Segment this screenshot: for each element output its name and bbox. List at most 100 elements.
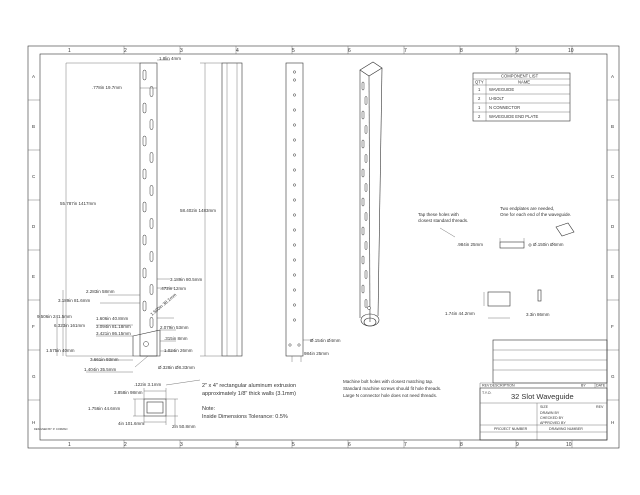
zone-num: 7 bbox=[404, 48, 407, 54]
plate-iso bbox=[555, 222, 575, 237]
zone-num: 6 bbox=[348, 442, 351, 448]
outer-border bbox=[27, 45, 620, 449]
component-list-header-qty: QTY bbox=[475, 80, 484, 85]
waveguide-front-view bbox=[56, 59, 176, 373]
component-qty: 1 bbox=[478, 105, 481, 110]
slot bbox=[361, 197, 365, 207]
slot-group bbox=[142, 69, 154, 328]
slot-group bbox=[361, 81, 368, 308]
slot bbox=[364, 125, 368, 134]
zone-num: 1 bbox=[68, 48, 71, 54]
note-tolerance: Inside Dimensions Tolerance: 0.5% bbox=[202, 414, 288, 420]
bolt-hole bbox=[293, 153, 296, 157]
tb-approved-label: APPROVED BY bbox=[540, 421, 566, 425]
slot bbox=[361, 139, 365, 149]
tb-drawn-label: DRAWN BY bbox=[540, 411, 560, 415]
slot bbox=[142, 300, 147, 312]
zone-num: 10 bbox=[566, 442, 572, 448]
dim-bottom-h: 3.661in 93mm bbox=[90, 357, 119, 362]
slot bbox=[142, 102, 147, 114]
bolt-hole bbox=[293, 183, 296, 187]
component-name: N CONNECTOR bbox=[489, 105, 520, 110]
slot bbox=[149, 152, 154, 163]
zone-letter: A bbox=[611, 74, 614, 79]
dim-plate2-h: 1.74in 44.2mm bbox=[445, 311, 475, 316]
plate-side bbox=[499, 241, 525, 249]
bolt-hole bbox=[293, 168, 296, 172]
footer-mark: DESIGNED BY: P. CORMAN bbox=[34, 427, 68, 431]
zone-letter: G bbox=[611, 374, 615, 379]
dim-conn-a: 2.079in 53mm bbox=[160, 325, 189, 330]
slot bbox=[364, 270, 368, 279]
slot bbox=[142, 69, 147, 81]
note-extrusion-2: approximately 1/8" thick walls (3.1mm) bbox=[202, 391, 296, 397]
component-qty: 2 bbox=[478, 114, 481, 119]
tb-size-label: SIZE bbox=[540, 405, 549, 409]
dim-top-width: .778in 19.7mm bbox=[92, 85, 122, 90]
slot bbox=[149, 317, 154, 328]
note-title: Note: bbox=[202, 406, 216, 412]
zone-num: 6 bbox=[348, 48, 351, 54]
slot bbox=[364, 154, 368, 163]
zone-letter: F bbox=[32, 324, 35, 329]
dim-plate2-w: 3.3in 86mm bbox=[526, 312, 550, 317]
component-list-title: COMPONENT LIST bbox=[501, 74, 539, 79]
slot bbox=[149, 86, 154, 97]
note-tap-2: closest standard threads. bbox=[418, 218, 468, 223]
slot bbox=[361, 81, 365, 91]
bolt-hole bbox=[293, 108, 296, 112]
slot bbox=[142, 135, 147, 147]
zone-letter: G bbox=[32, 374, 36, 379]
slot bbox=[361, 284, 365, 294]
dim-slot-w1: 2.283in 58mm bbox=[86, 289, 115, 294]
dim-hole-dia: Ø.328in Ø8.33mm bbox=[158, 365, 195, 370]
slot bbox=[142, 267, 147, 279]
dim-bottom-c: 6.323in 161mm bbox=[54, 323, 85, 328]
zone-letter: D bbox=[611, 224, 615, 229]
slot bbox=[364, 299, 368, 308]
inner-border bbox=[39, 53, 608, 441]
tb-title: 32 Slot Waveguide bbox=[511, 392, 574, 401]
dim-bottom-b: 9.506in 241.5mm bbox=[37, 314, 72, 319]
tb-project-label: PROJECT NUMBER bbox=[494, 427, 528, 431]
zone-num: 10 bbox=[568, 48, 574, 54]
dim-section-b: 3.858in 98mm bbox=[114, 390, 143, 395]
tb-checked-label: CHECKED BY bbox=[540, 416, 564, 420]
component-list-header-name: NAME bbox=[518, 80, 530, 85]
zone-num: 8 bbox=[460, 442, 463, 448]
bolt-hole bbox=[297, 343, 301, 347]
slot bbox=[364, 96, 368, 105]
dim-top-offset: 1.8lin 4mm bbox=[159, 56, 181, 61]
dim-bottom-i: 1.404in 35.5mm bbox=[84, 367, 117, 372]
note-tap-1: Tap these holes with bbox=[418, 212, 459, 217]
bolt-hole bbox=[293, 93, 296, 97]
zone-letter: E bbox=[611, 274, 614, 279]
dim-section-c: 1.756in 44.6mm bbox=[88, 406, 121, 411]
component-qty: 1 bbox=[478, 87, 481, 92]
bolt-hole bbox=[293, 243, 296, 247]
zone-num: 2 bbox=[124, 442, 127, 448]
note-endplates-1: Two endplates are needed, bbox=[500, 206, 554, 211]
slot bbox=[361, 226, 365, 236]
bolt-hole bbox=[293, 258, 296, 262]
zone-num: 3 bbox=[180, 442, 183, 448]
slot bbox=[361, 168, 365, 178]
note-machine-3: Large N connector hole does not need thr… bbox=[343, 393, 437, 398]
dim-bottom-d: 1.575in 40mm bbox=[46, 348, 75, 353]
slot bbox=[142, 168, 147, 180]
zone-letter: B bbox=[611, 124, 614, 129]
end-plate-views bbox=[483, 222, 575, 319]
bolt-hole bbox=[288, 343, 292, 347]
slot bbox=[142, 201, 147, 213]
bolt-hole bbox=[293, 303, 296, 307]
bolt-hole bbox=[293, 138, 296, 142]
dim-bottom-g: 3.421in 86.15mm bbox=[96, 331, 131, 336]
tb-description-label: DESCRIPTION bbox=[490, 384, 515, 388]
bottom-plate bbox=[132, 329, 161, 357]
component-name: WAVEGUIDE END PLATE bbox=[489, 114, 538, 119]
zone-num: 7 bbox=[404, 442, 407, 448]
component-list-table bbox=[472, 72, 571, 122]
slot bbox=[149, 251, 154, 262]
zone-num: 5 bbox=[292, 48, 295, 54]
